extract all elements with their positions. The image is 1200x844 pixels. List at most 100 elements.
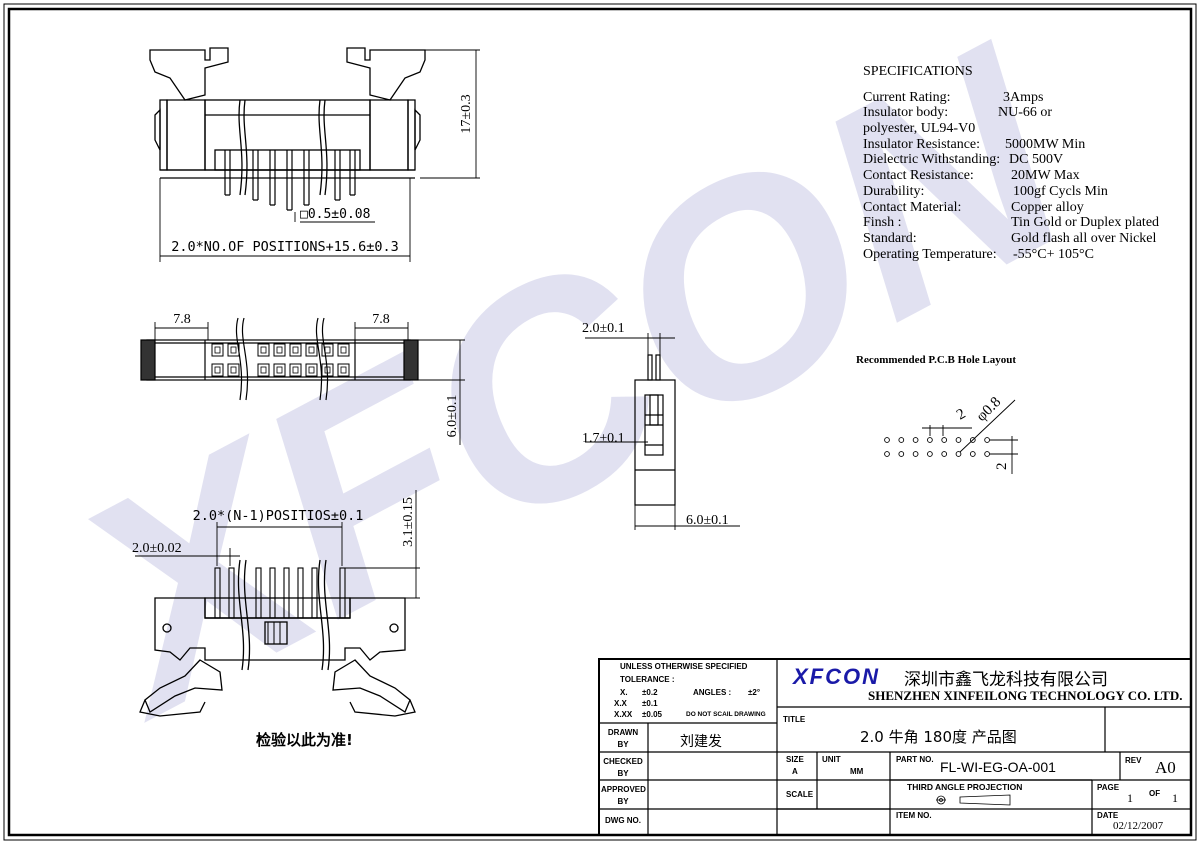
company-name-cn: 深圳市鑫飞龙科技有限公司 <box>904 670 1108 690</box>
plan-pin-cell <box>211 363 224 377</box>
plan-pin <box>292 366 299 374</box>
size-label: SIZE <box>786 755 804 764</box>
page-value: 1 <box>1127 791 1133 805</box>
pcb-hole <box>941 437 948 443</box>
spec-key: Contact Resistance: <box>863 168 974 184</box>
dim-lines-top <box>159 49 480 262</box>
spec-value: NU-66 or <box>998 105 1053 121</box>
plan-pin <box>324 346 331 354</box>
checked-label: CHECKED BY <box>603 757 643 778</box>
dim-lines-pcb <box>922 399 1018 474</box>
dim-lines-bottom <box>135 490 420 599</box>
spec-row: Insulator Resistance:5000MW Min <box>863 137 1183 153</box>
title-block-grid <box>598 658 1192 836</box>
plan-pin-cell <box>227 343 240 357</box>
scale-label: SCALE <box>786 790 814 799</box>
page-label: PAGE <box>1097 783 1120 792</box>
plan-pin <box>276 366 283 374</box>
spec-value: 3Amps <box>1003 89 1044 105</box>
pcb-hole <box>884 451 890 457</box>
plan-pin-cell <box>289 343 302 357</box>
dim-lines-side <box>585 333 740 530</box>
spec-row: Insulator body:NU-66 or <box>863 105 1183 121</box>
spec-value: -55°C+ 105°C <box>1013 246 1094 262</box>
spec-row: Operating Temperature: -55°C+ 105°C <box>863 247 1183 263</box>
tol-xxx: ±0.05 <box>642 710 662 719</box>
pcb-heading: Recommended P.C.B Hole Layout <box>856 354 1016 366</box>
pcb-hole <box>927 437 933 443</box>
plan-pin-grid <box>211 343 350 377</box>
dim-end-left: 7.8 <box>173 312 191 327</box>
spec-key: Durability: <box>863 183 925 199</box>
company-name-en: SHENZHEN XINFEILONG TECHNOLOGY CO. LTD. <box>868 688 1183 703</box>
plan-pin <box>260 366 267 374</box>
specifications-heading: SPECIFICATIONS <box>863 64 973 79</box>
plan-pin <box>292 346 299 354</box>
spec-key: Contact Material: <box>863 199 962 215</box>
spec-key: Operating Temperature: <box>863 246 997 262</box>
dim-side-width: 6.0±0.1 <box>686 513 729 528</box>
part-number: FL-WI-EG-OA-001 <box>940 759 1056 775</box>
plan-pin <box>214 366 221 374</box>
spec-value: 20MW Max <box>1011 168 1080 184</box>
dim-side-offset: 1.7±0.1 <box>582 431 625 446</box>
tol-xx: ±0.1 <box>642 699 658 708</box>
spec-row: polyester, UL94-V0 <box>863 121 1183 137</box>
item-label: ITEM NO. <box>896 811 932 820</box>
plan-pin <box>214 346 221 354</box>
front-view-top <box>149 47 426 211</box>
size-value: A <box>792 767 798 776</box>
dim-end-right: 7.8 <box>372 312 390 327</box>
projection-icon <box>936 794 1011 806</box>
dwg-label: DWG NO. <box>605 816 641 825</box>
plan-pin-cell <box>211 343 224 357</box>
rev-label: REV <box>1125 756 1142 765</box>
spec-key: polyester, UL94-V0 <box>863 121 976 137</box>
pcb-hole <box>969 451 976 457</box>
spec-value: 100gf Cycls Min <box>1013 183 1108 199</box>
pcb-hole-grid <box>884 437 990 457</box>
spec-row: Standard:Gold flash all over Nickel <box>863 231 1183 247</box>
pcb-hole <box>912 451 919 457</box>
plan-pin-cell <box>337 363 350 377</box>
plan-pin-cell <box>321 343 334 357</box>
pcb-pitch: 2 <box>954 406 968 424</box>
tol-x-label: X. <box>620 688 628 697</box>
plan-pin <box>308 366 315 374</box>
plan-pin-cell <box>337 343 350 357</box>
dim-pin-square: □0.5±0.08 <box>300 207 370 222</box>
plan-pin <box>340 366 347 374</box>
pcb-hole <box>912 437 919 443</box>
spec-value: 5000MW Min <box>1005 136 1086 152</box>
rev-value: A0 <box>1155 758 1176 777</box>
pcb-hole <box>927 451 933 457</box>
dim-height: 17±0.3 <box>459 94 474 133</box>
pcb-hole <box>941 451 948 457</box>
plan-pin-cell <box>273 363 286 377</box>
pcb-hole <box>969 437 976 443</box>
drawn-label: DRAWN BY <box>607 728 639 749</box>
pcb-hole <box>955 451 962 457</box>
no-scale-note: DO NOT SCAIL DRAWING <box>686 711 766 718</box>
pcb-hole <box>955 437 962 443</box>
plan-pin <box>308 346 315 354</box>
angles: ±2° <box>748 688 761 697</box>
spec-value: DC 500V <box>1009 152 1064 168</box>
of-label: OF <box>1149 789 1161 798</box>
pcb-hole <box>884 437 890 443</box>
plan-pin-cell <box>321 363 334 377</box>
spec-row: Finsh :Tin Gold or Duplex plated <box>863 215 1183 231</box>
spec-row: Dielectric Withstanding:DC 500V <box>863 152 1183 168</box>
plan-pin <box>260 346 267 354</box>
dim-overall-length: 2.0*NO.OF POSITIONS+15.6±0.3 <box>171 239 399 255</box>
spec-key: Standard: <box>863 230 917 246</box>
front-pin-row <box>205 567 350 644</box>
dim-span: 2.0*(N-1)POSITIOS±0.1 <box>193 508 364 524</box>
outer-border <box>3 3 1197 841</box>
dim-pitch-front: 2.0±0.02 <box>132 541 182 556</box>
tolerance-header: UNLESS OTHERWISE SPECIFIED <box>620 662 748 671</box>
dim-depth: 6.0±0.1 <box>445 395 460 438</box>
